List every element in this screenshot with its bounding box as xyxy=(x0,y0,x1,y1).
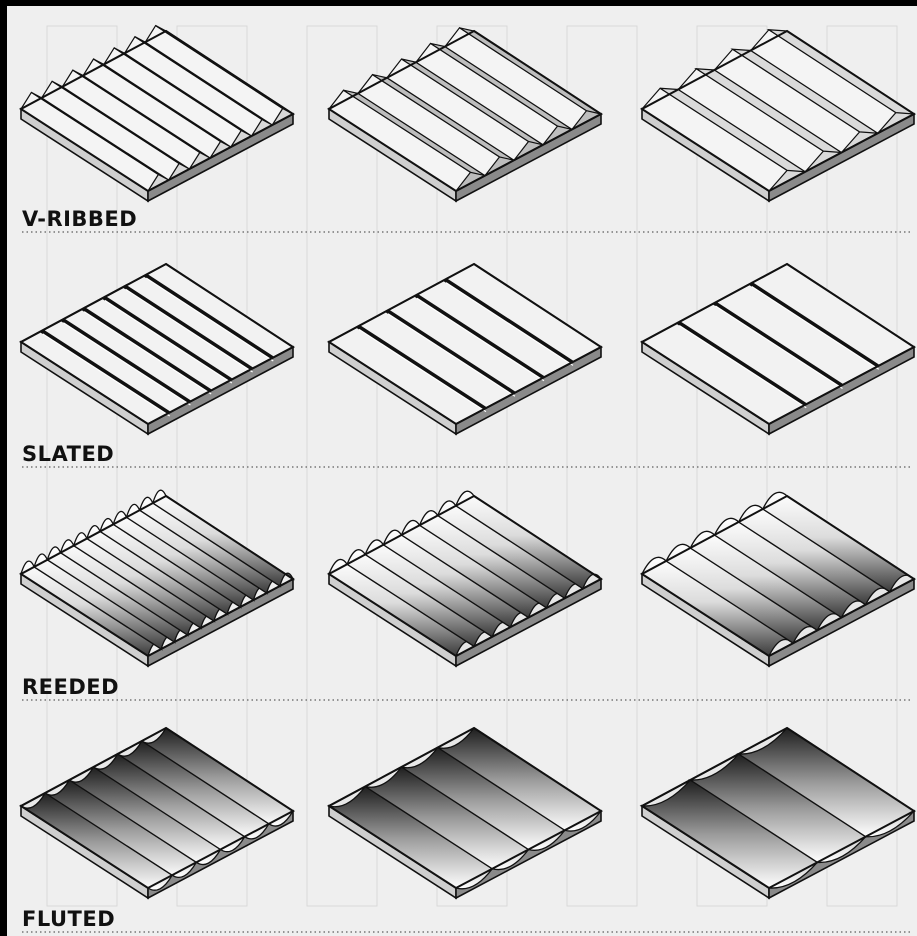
fluted-panel xyxy=(642,728,914,898)
background-strip xyxy=(307,26,377,906)
slated-panel xyxy=(642,264,914,434)
panel-top-face xyxy=(329,264,601,424)
background-strip xyxy=(567,26,637,906)
fluted-panel xyxy=(21,728,293,898)
diagram-frame: V-RIBBED SLATED REEDED FLUTED xyxy=(7,6,917,936)
slated-panel xyxy=(21,264,293,434)
slated-panel xyxy=(329,264,601,434)
reeded-panel xyxy=(642,492,914,666)
row-label: SLATED xyxy=(22,442,114,466)
row-v-ribbed xyxy=(21,26,914,201)
row-label: FLUTED xyxy=(22,907,115,931)
row-label: REEDED xyxy=(22,675,119,699)
row-fluted xyxy=(21,728,914,898)
reeded-panel xyxy=(21,490,293,666)
row-label: V-RIBBED xyxy=(22,207,137,231)
row-slated xyxy=(21,264,914,434)
panel-profiles-diagram: V-RIBBED SLATED REEDED FLUTED xyxy=(7,6,917,936)
panel-grid xyxy=(21,26,914,898)
fluted-panel xyxy=(329,728,601,898)
v-ribbed-panel xyxy=(329,28,601,201)
v-ribbed-panel xyxy=(21,26,293,201)
row-reeded xyxy=(21,490,914,666)
reeded-panel xyxy=(329,491,601,666)
v-ribbed-panel xyxy=(642,30,914,201)
